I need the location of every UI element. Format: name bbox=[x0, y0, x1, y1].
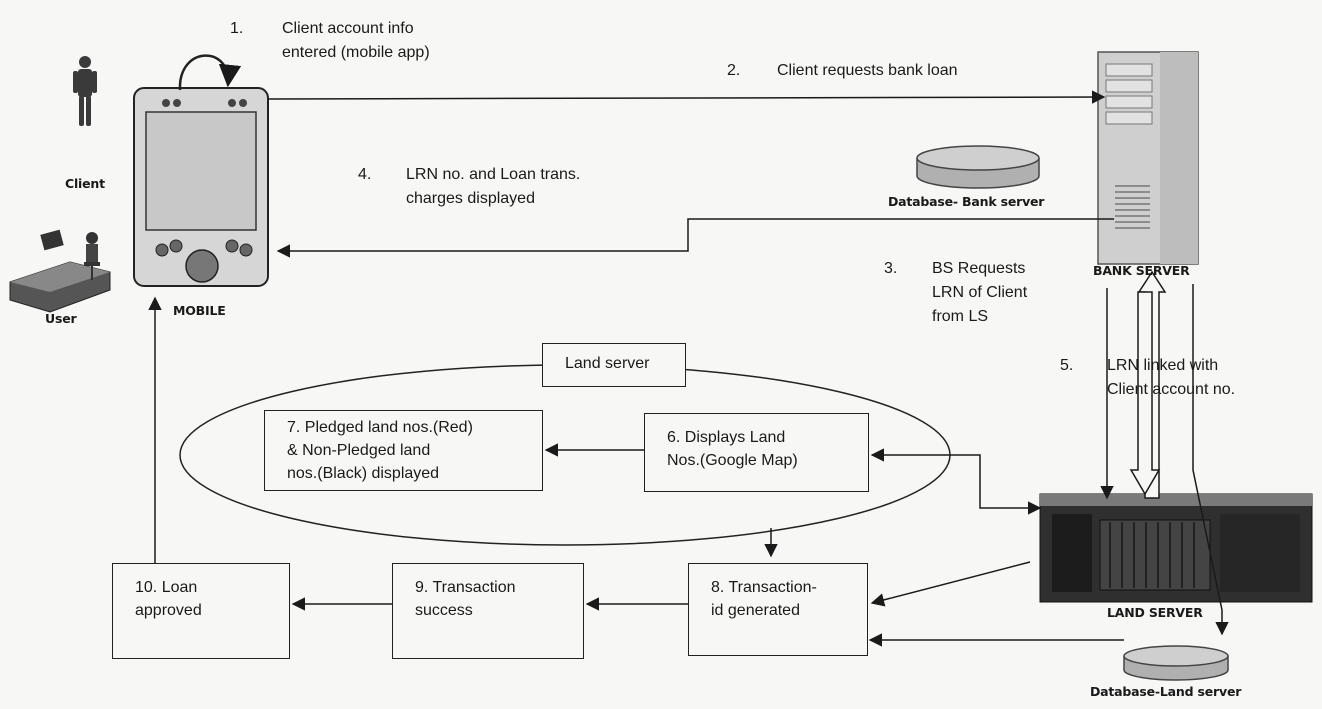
step4-number: 4. bbox=[358, 166, 372, 183]
step5-number: 5. bbox=[1060, 357, 1074, 374]
arrow-bank-to-mobile bbox=[276, 218, 1114, 258]
database-bank-icon bbox=[916, 145, 1040, 189]
db-land-label: Database-Land server bbox=[1090, 684, 1242, 699]
self-loop-arrow bbox=[178, 54, 242, 91]
step5-text: LRN linked with Client account no. bbox=[1107, 357, 1236, 398]
mobile-label: MOBILE bbox=[173, 303, 226, 318]
arrow-bank-to-db-land bbox=[1192, 284, 1229, 636]
db-bank-label: Database- Bank server bbox=[888, 194, 1045, 209]
land-server-box: Land server bbox=[542, 343, 686, 387]
client-person-icon bbox=[73, 56, 97, 126]
displays-land-box: 6. Displays Land Nos.(Google Map) bbox=[644, 413, 869, 492]
step3-text: BS Requests LRN of Client from LS bbox=[932, 260, 1028, 325]
database-land-icon bbox=[1123, 645, 1229, 681]
pledged-land-box: 7. Pledged land nos.(Red) & Non-Pledged … bbox=[264, 410, 543, 491]
double-arrow-bank-to-land bbox=[1129, 291, 1161, 496]
arrow-mobile-to-bank bbox=[267, 90, 1106, 104]
client-label: Client bbox=[65, 176, 105, 191]
transaction-success-box: 9. Transaction success bbox=[392, 563, 584, 659]
step1-text: Client account info entered (mobile app) bbox=[282, 20, 430, 61]
bank-server-icon bbox=[1097, 51, 1199, 265]
arrow-displays-land-server bbox=[870, 448, 1042, 515]
step3-number: 3. bbox=[884, 260, 898, 277]
land-server-icon bbox=[1039, 493, 1313, 603]
step2-text: Client requests bank loan bbox=[777, 62, 958, 79]
user-label: User bbox=[45, 311, 77, 326]
user-desk-icon bbox=[9, 229, 111, 313]
step1-number: 1. bbox=[230, 20, 244, 37]
step4-text: LRN no. and Loan trans. charges displaye… bbox=[406, 166, 581, 207]
transaction-id-box: 8. Transaction- id generated bbox=[688, 563, 868, 656]
bank-server-label: BANK SERVER bbox=[1093, 263, 1190, 278]
arrow-land-to-transaction bbox=[870, 561, 1031, 607]
loan-approved-box: 10. Loan approved bbox=[112, 563, 290, 659]
land-server-label: LAND SERVER bbox=[1107, 605, 1203, 620]
step2-number: 2. bbox=[727, 62, 741, 79]
mobile-device-icon bbox=[133, 87, 269, 287]
